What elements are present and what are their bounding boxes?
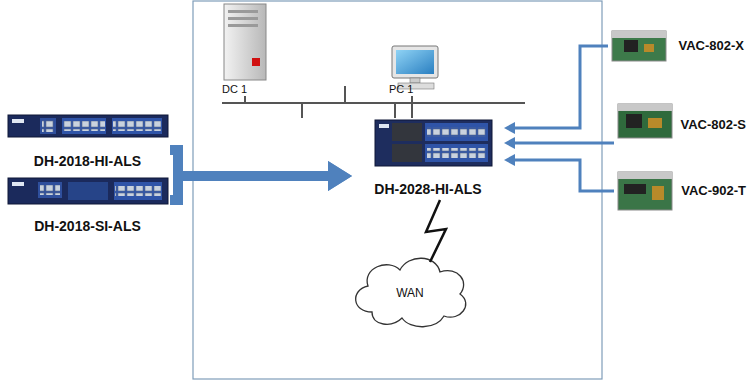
router-icon — [375, 120, 492, 166]
device-label: DH-2028-HI-ALS — [374, 181, 481, 198]
appliance-icon — [8, 178, 168, 204]
appliance-node: DH-2018-HI-ALS — [5, 112, 170, 170]
device-label: DC 1 — [222, 83, 247, 96]
device-label: PC 1 — [389, 83, 413, 96]
server-node: DC 1 — [218, 2, 273, 96]
wan-cloud — [356, 258, 466, 327]
appliance-icon — [8, 115, 168, 137]
device-label: WAN — [396, 286, 424, 300]
device-label: DH-2018-SI-ALS — [34, 218, 141, 235]
frame — [193, 1, 602, 379]
card-node: VAC-802-S — [614, 100, 750, 150]
device-label: VAC-802-X — [678, 38, 744, 54]
device-label: VAC-802-S — [680, 117, 746, 133]
card-node: VAC-902-T — [614, 168, 750, 214]
cloud-node: WAN — [355, 258, 465, 328]
pc-node: PC 1 — [385, 42, 447, 96]
router-node: DH-2028-HI-ALS — [352, 118, 504, 198]
lan-bus — [222, 86, 525, 118]
wan-link — [426, 200, 446, 262]
interface-card — [618, 104, 672, 138]
upgrade-arrow — [170, 176, 330, 200]
server-tower — [224, 4, 266, 80]
device-label: DH-2018-HI-ALS — [34, 153, 141, 170]
interface-card — [612, 31, 666, 61]
card-node: VAC-802-X — [608, 28, 748, 64]
card-arrow — [514, 142, 614, 145]
lan-link — [411, 96, 413, 118]
pc-icon — [392, 46, 438, 89]
device-label: VAC-902-T — [681, 183, 746, 199]
interface-card — [618, 172, 672, 210]
appliance-node: DH-2018-SI-ALS — [5, 175, 170, 235]
card-arrow — [514, 160, 614, 191]
lan-link — [245, 96, 395, 118]
card-arrow — [514, 46, 608, 128]
